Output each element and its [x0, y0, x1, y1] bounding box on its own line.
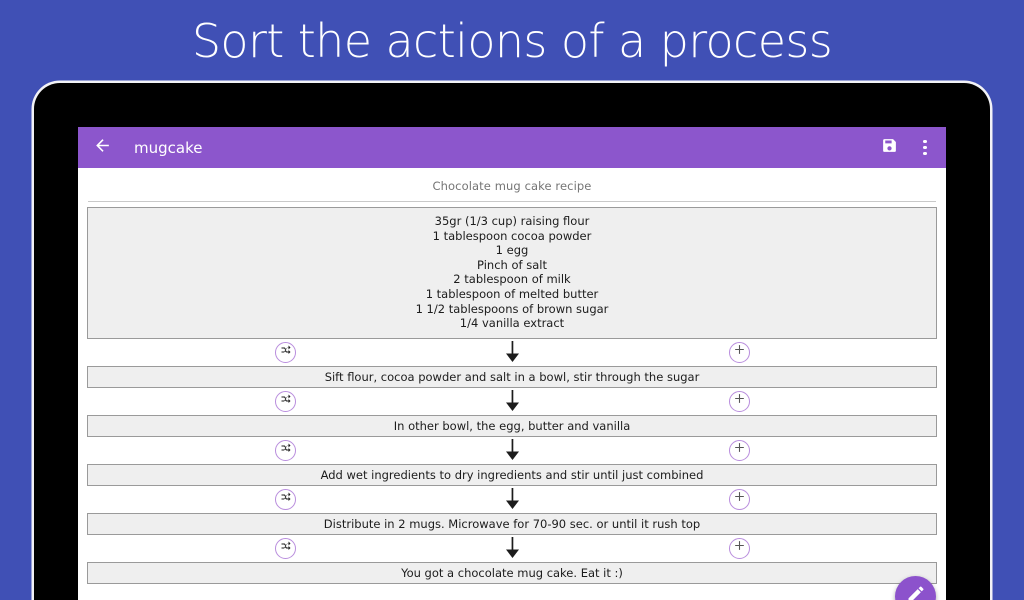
ingredient-line: 1/4 vanilla extract	[459, 316, 565, 331]
arrow-down-icon	[505, 389, 520, 417]
add-step-button[interactable]	[729, 537, 750, 559]
step-text: Add wet ingredients to dry ingredients a…	[320, 467, 704, 482]
arrow-down-icon	[505, 340, 520, 368]
flow-arrow	[84, 536, 940, 564]
ingredient-line: 1 tablespoon cocoa powder	[432, 228, 592, 243]
arrow-left-icon	[93, 136, 112, 160]
ingredient-line: 1 tablespoon of melted butter	[425, 286, 599, 301]
connector-row	[84, 486, 940, 513]
plus-circle-icon	[733, 539, 746, 557]
step-row[interactable]: In other bowl, the egg, butter and vanil…	[87, 414, 937, 437]
plus-circle-icon	[733, 490, 746, 508]
save-floppy-icon	[881, 137, 898, 159]
add-step-button[interactable]	[729, 390, 750, 412]
shuffle-icon	[280, 343, 292, 361]
add-step-button[interactable]	[729, 488, 750, 510]
step-row[interactable]: You got a chocolate mug cake. Eat it :)	[87, 561, 937, 584]
arrow-down-icon	[505, 438, 520, 466]
arrow-down-icon	[505, 536, 520, 564]
flow-arrow	[84, 438, 940, 466]
recipe-title: Chocolate mug cake recipe	[432, 179, 592, 193]
shuffle-button[interactable]	[275, 341, 296, 363]
shuffle-icon	[280, 490, 292, 508]
more-vertical-icon	[923, 139, 927, 156]
app-title: mugcake	[134, 138, 203, 157]
step-row[interactable]: Sift flour, cocoa powder and salt in a b…	[87, 365, 937, 388]
ingredient-line: 1 1/2 tablespoons of brown sugar	[415, 301, 609, 316]
add-step-button[interactable]	[729, 341, 750, 363]
pencil-edit-icon	[906, 584, 926, 600]
step-row[interactable]: Add wet ingredients to dry ingredients a…	[87, 463, 937, 486]
arrow-down-icon	[505, 487, 520, 515]
step-text: You got a chocolate mug cake. Eat it :)	[401, 565, 623, 580]
step-text: Distribute in 2 mugs. Microwave for 70-9…	[323, 516, 701, 531]
shuffle-button[interactable]	[275, 439, 296, 461]
tablet-screen: mugcake Chocolate mug cake recipe	[78, 127, 946, 600]
recipe-editor-content: Chocolate mug cake recipe 35gr (1/3 cup)…	[78, 168, 946, 600]
connector-row	[84, 535, 940, 562]
plus-circle-icon	[733, 343, 746, 361]
shuffle-button[interactable]	[275, 537, 296, 559]
app-toolbar: mugcake	[78, 127, 946, 168]
connector-row	[84, 339, 940, 366]
ingredient-line: 1 egg	[495, 243, 529, 258]
shuffle-button[interactable]	[275, 390, 296, 412]
overflow-menu-button[interactable]	[918, 134, 932, 162]
shuffle-icon	[280, 392, 292, 410]
shuffle-icon	[280, 441, 292, 459]
step-text: Sift flour, cocoa powder and salt in a b…	[324, 369, 700, 384]
connector-row	[84, 388, 940, 415]
tablet-device-frame: mugcake Chocolate mug cake recipe	[34, 83, 990, 600]
save-button[interactable]	[876, 134, 902, 162]
add-step-button[interactable]	[729, 439, 750, 461]
flow-arrow	[84, 340, 940, 368]
shuffle-button[interactable]	[275, 488, 296, 510]
step-text: In other bowl, the egg, butter and vanil…	[393, 418, 631, 433]
flow-arrow	[84, 487, 940, 515]
promo-headline: Sort the actions of a process	[191, 14, 833, 68]
step-row[interactable]: Distribute in 2 mugs. Microwave for 70-9…	[87, 512, 937, 535]
plus-circle-icon	[733, 441, 746, 459]
connector-row	[84, 437, 940, 464]
ingredients-card[interactable]: 35gr (1/3 cup) raising flour 1 tablespoo…	[87, 207, 937, 339]
ingredient-line: 2 tablespoon of milk	[453, 272, 571, 287]
flow-arrow	[84, 389, 940, 417]
ingredient-line: 35gr (1/3 cup) raising flour	[434, 214, 590, 228]
title-divider	[88, 201, 936, 202]
back-button[interactable]	[88, 134, 116, 162]
shuffle-icon	[280, 539, 292, 557]
ingredient-line: Pinch of salt	[477, 257, 547, 272]
plus-circle-icon	[733, 392, 746, 410]
